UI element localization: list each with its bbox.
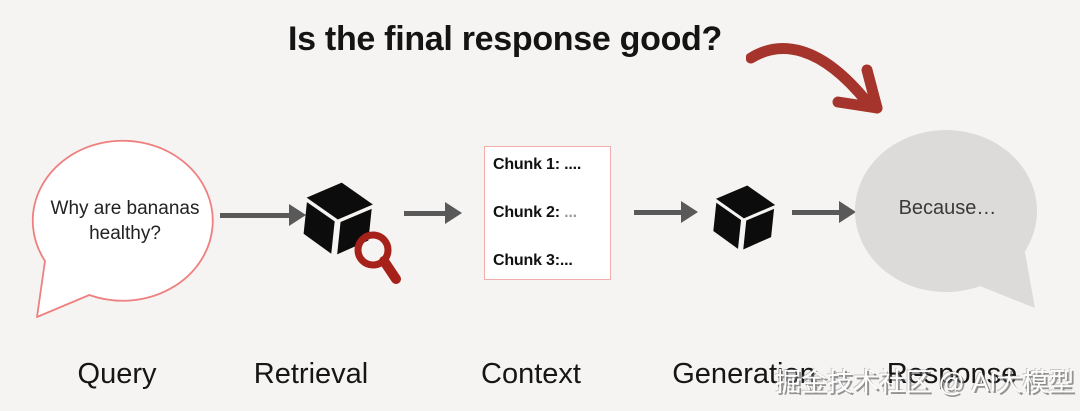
retrieval-cube-icon [303,182,373,255]
flow-arrow-icon [404,202,462,224]
stage-label-query: Query [77,358,157,390]
arrow-head [839,201,856,223]
chunk-name: Chunk 1: [493,156,560,173]
generation-cube-icon [713,185,776,250]
chunk-line: Chunk 3:... [493,252,602,270]
page-title: Is the final response good? [288,20,722,58]
stage-label-retrieval: Retrieval [253,358,369,390]
arrow-head [289,204,306,226]
chunk-dots: .... [559,156,582,173]
arrow-shaft [404,210,445,216]
chunk-dots: ... [559,204,577,221]
arrow-shaft [220,212,289,218]
flow-arrow-icon [634,201,698,223]
response-bubble-text: Because… [898,196,997,219]
stage-label-generation: Generation [672,358,816,390]
chunk-line: Chunk 1: .... [493,156,602,174]
magnifier-icon [354,231,401,284]
chunk-dots: ... [559,252,573,269]
arrow-head [681,201,698,223]
watermark-text: 掘金技术社区 @ AI大模型 [775,367,1075,397]
flow-arrow-icon [792,201,856,223]
arrow-head [445,202,462,224]
stage-label-context: Context [481,358,581,390]
speech-bubble-outline-icon [31,139,214,318]
response-speech-bubble: Because… [855,128,1040,310]
query-speech-bubble: Why are bananas healthy? [30,138,220,328]
context-chunks-box: Chunk 1: .... Chunk 2: ... Chunk 3:... [484,146,611,280]
chunk-name: Chunk 2: [493,204,560,221]
curved-red-arrow-icon [746,43,883,114]
arrow-shaft [634,209,681,215]
arrow-shaft [792,209,839,215]
query-bubble-text: Why are bananas healthy? [50,197,200,244]
flow-arrow-icon [220,204,306,226]
stage-label-response: Response [886,358,1018,390]
chunk-name: Chunk 3: [493,252,560,269]
speech-bubble-filled-icon [855,130,1037,308]
chunk-line: Chunk 2: ... [493,204,602,222]
